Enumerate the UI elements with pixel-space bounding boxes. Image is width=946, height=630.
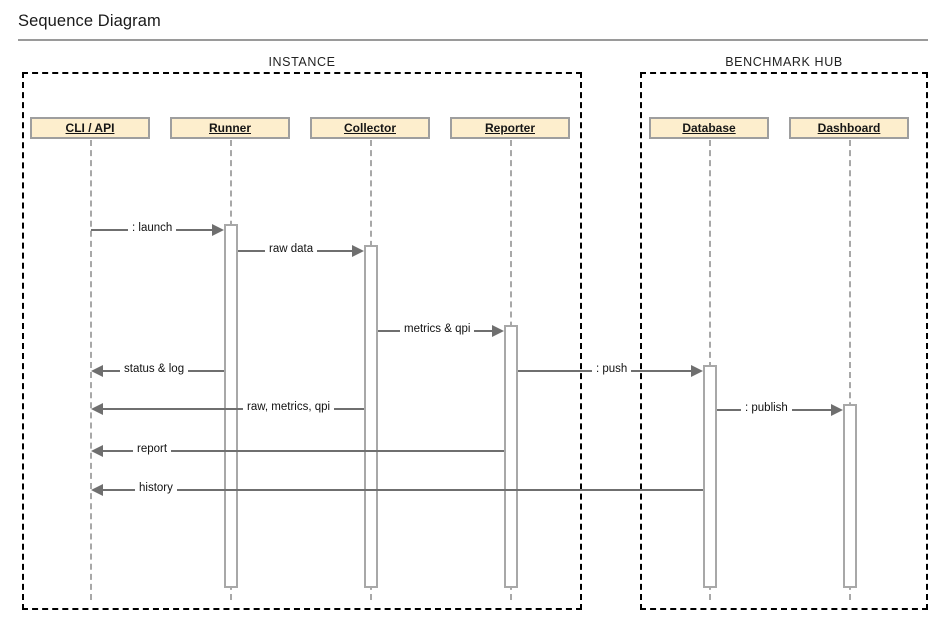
participant-label-cli-api: CLI / API	[65, 121, 115, 135]
activation-runner	[224, 224, 238, 588]
participant-label-collector: Collector	[343, 121, 396, 135]
message-label-raw-data: raw data	[265, 243, 318, 256]
participant-label-runner: Runner	[209, 121, 251, 135]
message-arrow-publish	[831, 404, 843, 416]
group-frame-instance	[22, 72, 582, 610]
participant-database[interactable]: Database	[649, 117, 769, 139]
message-arrow-history	[91, 484, 103, 496]
message-label-status-log: status & log	[120, 363, 189, 376]
message-line-history	[103, 489, 703, 491]
message-label-report: report	[133, 443, 172, 456]
message-arrow-raw-data	[352, 245, 364, 257]
message-line-report	[103, 450, 504, 452]
title-divider	[18, 39, 928, 41]
message-label-history: history	[135, 482, 177, 495]
message-label-push: : push	[592, 363, 632, 376]
message-arrow-status-log	[91, 365, 103, 377]
message-label-metrics-qpi: metrics & qpi	[400, 323, 475, 336]
participant-dashboard[interactable]: Dashboard	[789, 117, 909, 139]
participant-label-reporter: Reporter	[484, 121, 535, 135]
page-title: Sequence Diagram	[18, 12, 161, 30]
message-line-raw-metrics-qpi	[103, 408, 364, 410]
group-label-instance: INSTANCE	[268, 55, 336, 69]
message-arrow-launch	[212, 224, 224, 236]
participant-cli-api[interactable]: CLI / API	[30, 117, 150, 139]
lifeline-dashboard	[849, 140, 851, 600]
message-arrow-metrics-qpi	[492, 325, 504, 337]
activation-reporter	[504, 325, 518, 588]
activation-collector	[364, 245, 378, 588]
message-label-publish: : publish	[741, 402, 792, 415]
participant-label-database: Database	[682, 121, 736, 135]
group-label-benchmark-hub: BENCHMARK HUB	[725, 55, 843, 69]
message-arrow-raw-metrics-qpi	[91, 403, 103, 415]
message-arrow-push	[691, 365, 703, 377]
group-frame-benchmark-hub	[640, 72, 928, 610]
activation-database	[703, 365, 717, 588]
message-arrow-report	[91, 445, 103, 457]
message-label-raw-metrics-qpi: raw, metrics, qpi	[243, 401, 335, 414]
activation-dashboard	[843, 404, 857, 588]
participant-collector[interactable]: Collector	[310, 117, 430, 139]
participant-label-dashboard: Dashboard	[817, 121, 881, 135]
participant-runner[interactable]: Runner	[170, 117, 290, 139]
message-label-launch: : launch	[128, 222, 177, 235]
participant-reporter[interactable]: Reporter	[450, 117, 570, 139]
